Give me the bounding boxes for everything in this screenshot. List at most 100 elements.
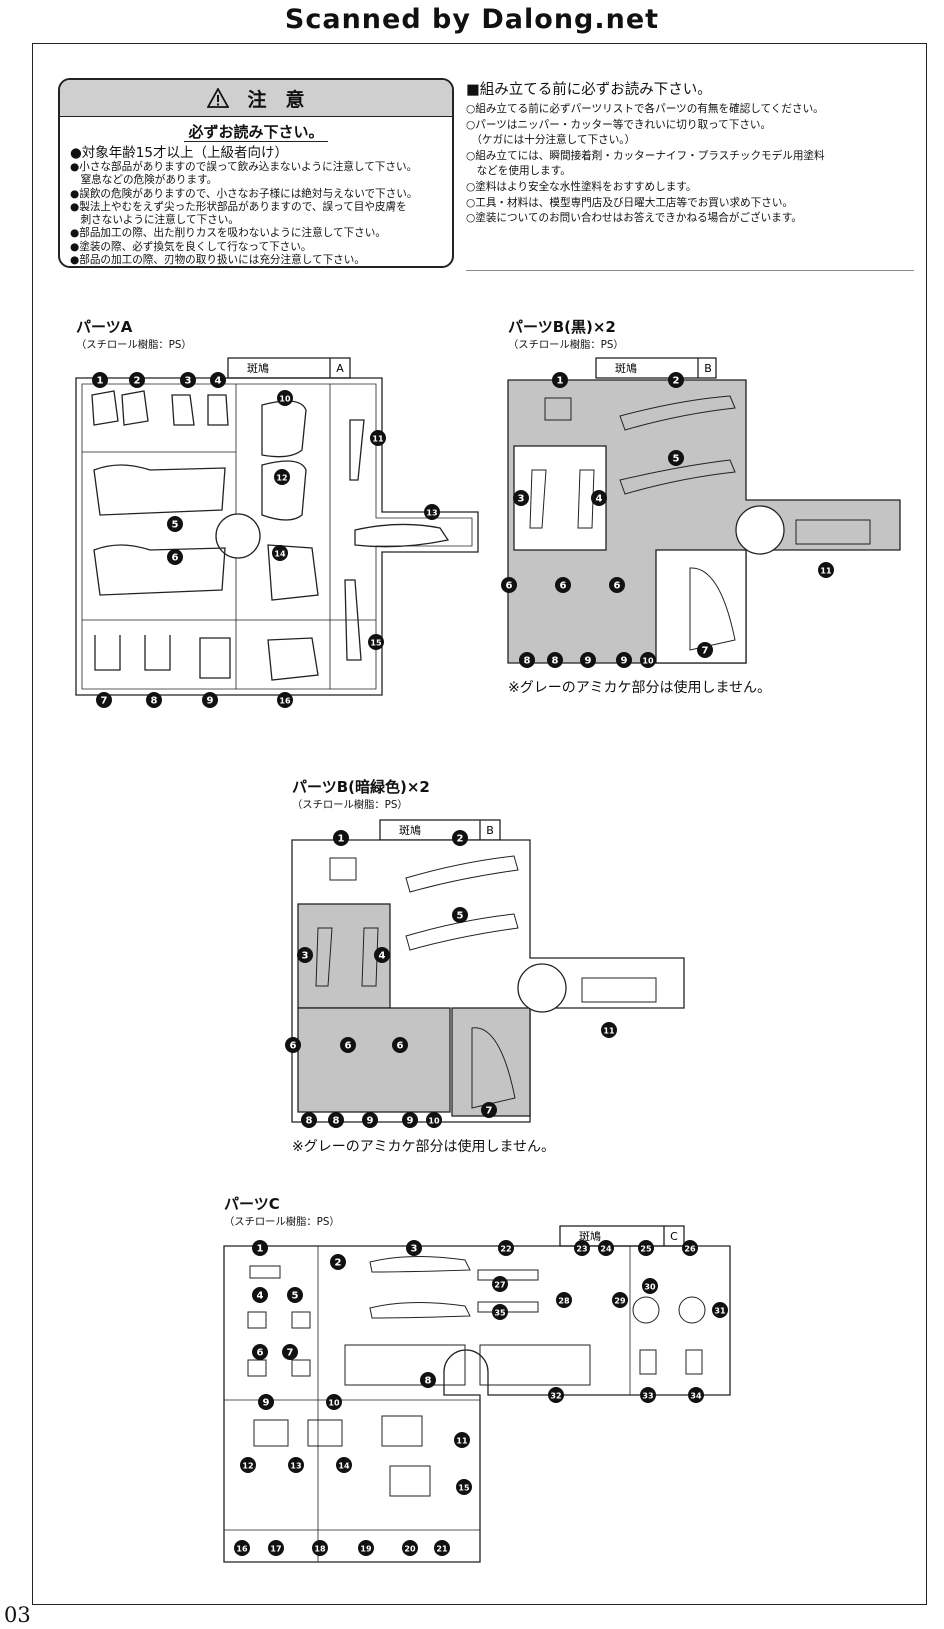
svg-text:2: 2 — [673, 376, 680, 387]
svg-text:6: 6 — [560, 581, 567, 592]
part-number-callout: 6 — [340, 1037, 356, 1053]
part-number-callout: 9 — [402, 1112, 418, 1128]
part-number-callout: 34 — [688, 1387, 704, 1403]
part-number-callout: 8 — [420, 1372, 436, 1388]
part-number-callout: 15 — [456, 1479, 472, 1495]
svg-text:35: 35 — [494, 1309, 506, 1318]
svg-text:7: 7 — [702, 646, 709, 657]
svg-text:31: 31 — [714, 1307, 726, 1316]
sprue-tag-label: 斑鳩 — [399, 823, 421, 837]
notes-item: ○工具・材料は、模型専門店及び日曜大工店等でお買い求め下さい。 — [466, 196, 794, 209]
svg-text:9: 9 — [263, 1398, 270, 1409]
sprue-a — [75, 357, 479, 696]
part-number-callout: 5 — [287, 1287, 303, 1303]
part-number-callout: 1 — [252, 1240, 268, 1256]
part-number-callout: 24 — [598, 1240, 614, 1256]
notes-item: などを使用します。 — [466, 165, 571, 178]
notes-item: ○組み立てには、瞬間接着剤・カッターナイフ・プラスチックモデル用塗料 — [466, 149, 825, 162]
svg-text:4: 4 — [596, 494, 603, 505]
svg-text:3: 3 — [185, 376, 192, 387]
notes-item: ○組み立てる前に必ずパーツリストで各パーツの有無を確認してください。 — [466, 103, 824, 115]
svg-text:1: 1 — [338, 834, 345, 845]
warning-triangle-icon — [207, 88, 230, 108]
caution-item: ●誤飲の危険がありますので、小さなお子様には絶対与えないで下さい。 — [70, 187, 418, 200]
svg-text:6: 6 — [257, 1348, 264, 1359]
part-number-callout: 6 — [285, 1037, 301, 1053]
svg-text:14: 14 — [338, 1462, 350, 1471]
svg-text:20: 20 — [404, 1545, 416, 1554]
part-number-callout: 5 — [668, 450, 684, 466]
svg-text:6: 6 — [397, 1041, 404, 1052]
svg-text:32: 32 — [550, 1392, 561, 1401]
part-number-callout: 18 — [312, 1540, 328, 1556]
part-number-callout: 19 — [358, 1540, 374, 1556]
caution-item: ●対象年齢15才以上（上級者向け） — [70, 145, 288, 161]
svg-text:34: 34 — [690, 1392, 702, 1401]
part-number-callout: 9 — [580, 652, 596, 668]
svg-text:10: 10 — [642, 657, 654, 666]
svg-text:1: 1 — [557, 376, 564, 387]
svg-text:8: 8 — [552, 656, 559, 667]
sprue-b-black-title: パーツB(黒)×2 — [508, 318, 616, 336]
part-number-callout: 14 — [272, 545, 288, 561]
part-number-callout: 4 — [210, 372, 226, 388]
svg-text:25: 25 — [640, 1245, 652, 1254]
svg-text:6: 6 — [345, 1041, 352, 1052]
part-number-callout: 3 — [513, 490, 529, 506]
watermark-header: Scanned by Dalong.net — [284, 4, 660, 35]
svg-text:26: 26 — [684, 1245, 696, 1254]
svg-text:8: 8 — [425, 1376, 432, 1387]
part-number-callout: 9 — [258, 1394, 274, 1410]
part-number-callout: 1 — [552, 372, 568, 388]
svg-text:11: 11 — [372, 435, 384, 444]
part-number-callout: 11 — [454, 1432, 470, 1448]
sprue-tag-letter: B — [704, 362, 712, 375]
part-number-callout: 6 — [392, 1037, 408, 1053]
sprue-b-green-note: ※グレーのアミカケ部分は使用しません。 — [292, 1139, 556, 1155]
svg-text:23: 23 — [576, 1245, 587, 1254]
sprue-b-black-material: （スチロール樹脂：PS） — [508, 339, 624, 351]
part-number-callout: 15 — [368, 634, 384, 650]
caution-item: 刺さないように注意して下さい。 — [70, 214, 239, 227]
part-number-callout: 16 — [277, 692, 293, 708]
caution-item: ●部品の加工の際、刃物の取り扱いには充分注意して下さい。 — [70, 254, 365, 267]
sprue-c-material: （スチロール樹脂：PS） — [224, 1216, 340, 1228]
caution-item: ●製法上やむをえず尖った形状部品がありますので、誤って目や皮膚を — [70, 200, 407, 213]
svg-text:11: 11 — [603, 1027, 615, 1036]
svg-text:5: 5 — [172, 520, 179, 531]
svg-text:9: 9 — [621, 656, 628, 667]
svg-text:19: 19 — [360, 1545, 372, 1554]
caution-item: ●塗装の際、必ず換気を良くして行なって下さい。 — [70, 240, 312, 253]
part-number-callout: 8 — [519, 652, 535, 668]
part-number-callout: 7 — [96, 692, 112, 708]
svg-text:29: 29 — [614, 1297, 626, 1306]
svg-text:8: 8 — [151, 696, 158, 707]
svg-text:5: 5 — [292, 1291, 299, 1302]
part-number-callout: 21 — [434, 1540, 450, 1556]
svg-text:24: 24 — [600, 1245, 612, 1254]
part-number-callout: 6 — [167, 549, 183, 565]
caution-item: ●小さな部品がありますので誤って飲み込まないように注意して下さい。 — [70, 161, 418, 173]
svg-text:6: 6 — [172, 553, 179, 564]
notes-item: （ケガには十分注意して下さい。） — [466, 134, 636, 147]
svg-text:13: 13 — [426, 509, 437, 518]
part-number-callout: 3 — [406, 1240, 422, 1256]
divider — [466, 270, 914, 271]
svg-text:6: 6 — [614, 581, 621, 592]
part-number-callout: 9 — [202, 692, 218, 708]
notes-item: ○塗料はより安全な水性塗料をおすすめします。 — [466, 180, 697, 193]
part-number-callout: 10 — [640, 652, 656, 668]
part-number-callout: 6 — [555, 577, 571, 593]
svg-text:2: 2 — [457, 834, 464, 845]
part-number-callout: 2 — [129, 372, 145, 388]
svg-text:10: 10 — [279, 395, 291, 404]
notes-title: ■組み立てる前に必ずお読み下さい。 — [466, 82, 712, 98]
sprue-b-black — [507, 357, 901, 664]
part-number-callout: 10 — [277, 390, 293, 406]
svg-text:7: 7 — [287, 1348, 294, 1359]
svg-text:8: 8 — [306, 1116, 313, 1127]
sprue-c-title: パーツC — [224, 1195, 280, 1213]
part-number-callout: 27 — [492, 1276, 508, 1292]
page-frame — [32, 43, 927, 1605]
svg-text:16: 16 — [279, 697, 291, 706]
